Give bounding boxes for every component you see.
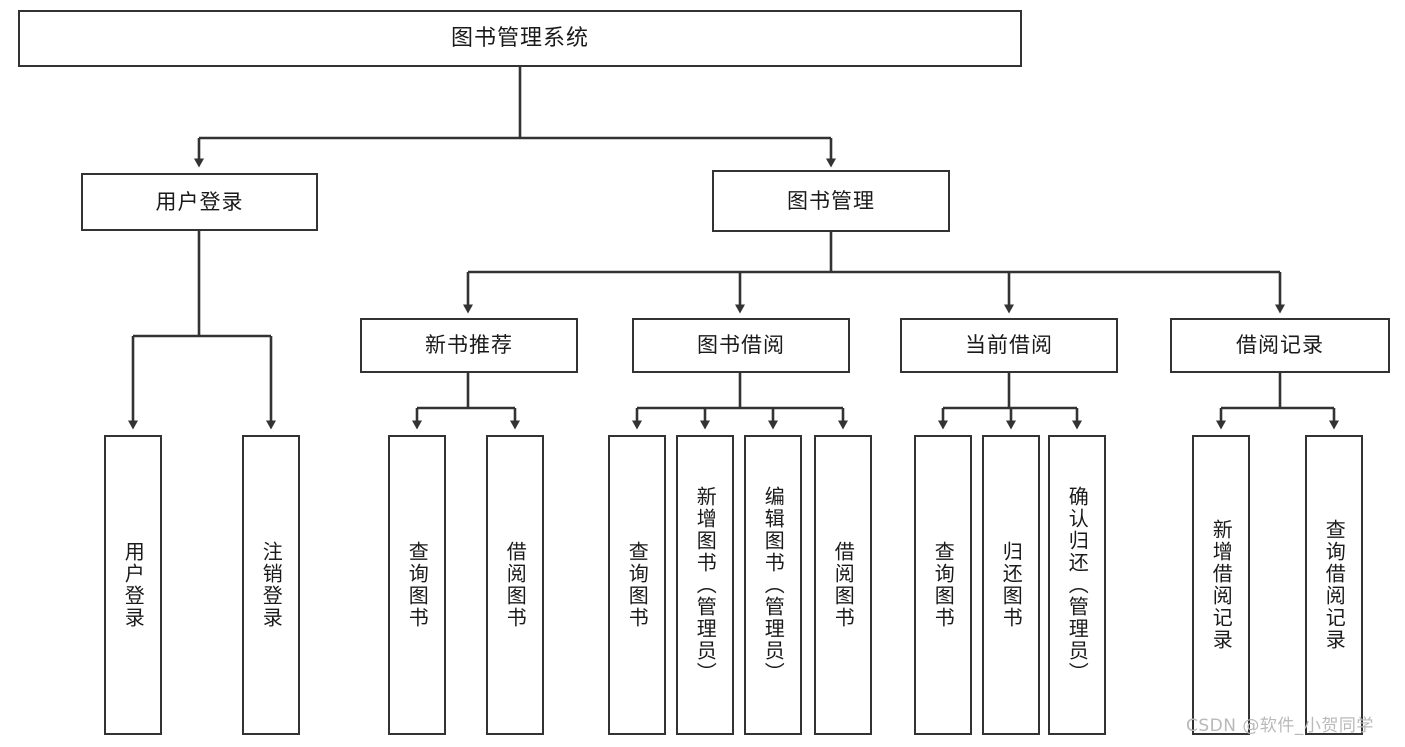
node-current-borrow[interactable]: 当前借阅 xyxy=(900,318,1118,373)
node-leaf-query-book-1[interactable]: 查询图书 xyxy=(388,435,446,735)
node-label: 编辑图书（管理员） xyxy=(761,486,786,684)
node-label: 查询图书 xyxy=(931,541,956,629)
node-label: 图书管理 xyxy=(787,188,875,213)
node-user-login[interactable]: 用户登录 xyxy=(81,173,318,231)
node-label: 当前借阅 xyxy=(965,333,1053,358)
node-label: 图书借阅 xyxy=(697,333,785,358)
node-leaf-add-borrow-record[interactable]: 新增借阅记录 xyxy=(1192,435,1250,735)
node-label: 查询借阅记录 xyxy=(1322,519,1347,651)
node-leaf-edit-book-admin[interactable]: 编辑图书（管理员） xyxy=(744,435,802,735)
node-label: 用户登录 xyxy=(155,189,244,214)
node-label: 注销登录 xyxy=(259,541,284,629)
node-leaf-logout-login[interactable]: 注销登录 xyxy=(242,435,300,735)
node-label: 借阅图书 xyxy=(503,541,528,629)
csdn-watermark: CSDN @软件_小贺同学 xyxy=(1186,716,1374,736)
node-label: 新书推荐 xyxy=(425,333,513,358)
node-label: 归还图书 xyxy=(999,541,1024,629)
node-label: 查询图书 xyxy=(625,541,650,629)
node-borrow-record[interactable]: 借阅记录 xyxy=(1170,318,1390,373)
node-label: 查询图书 xyxy=(405,541,430,629)
node-book-borrow[interactable]: 图书借阅 xyxy=(632,318,850,373)
node-label: 图书管理系统 xyxy=(450,25,589,51)
node-new-book-recommend[interactable]: 新书推荐 xyxy=(360,318,578,373)
node-book-manage[interactable]: 图书管理 xyxy=(712,170,950,232)
node-label: 新增图书（管理员） xyxy=(693,486,718,684)
node-label: 新增借阅记录 xyxy=(1209,519,1234,651)
node-label: 借阅图书 xyxy=(831,541,856,629)
node-leaf-confirm-return-admin[interactable]: 确认归还（管理员） xyxy=(1048,435,1106,735)
node-leaf-borrow-book-1[interactable]: 借阅图书 xyxy=(486,435,544,735)
node-label: 借阅记录 xyxy=(1236,333,1324,358)
node-leaf-borrow-book-2[interactable]: 借阅图书 xyxy=(814,435,872,735)
node-label: 确认归还（管理员） xyxy=(1065,486,1090,684)
node-leaf-user-login[interactable]: 用户登录 xyxy=(104,435,162,735)
node-leaf-query-book-2[interactable]: 查询图书 xyxy=(608,435,666,735)
node-leaf-query-borrow-record[interactable]: 查询借阅记录 xyxy=(1305,435,1363,735)
node-leaf-query-book-3[interactable]: 查询图书 xyxy=(914,435,972,735)
node-root-system[interactable]: 图书管理系统 xyxy=(18,10,1022,67)
node-label: 用户登录 xyxy=(121,541,146,629)
node-leaf-return-book[interactable]: 归还图书 xyxy=(982,435,1040,735)
node-leaf-add-book-admin[interactable]: 新增图书（管理员） xyxy=(676,435,734,735)
